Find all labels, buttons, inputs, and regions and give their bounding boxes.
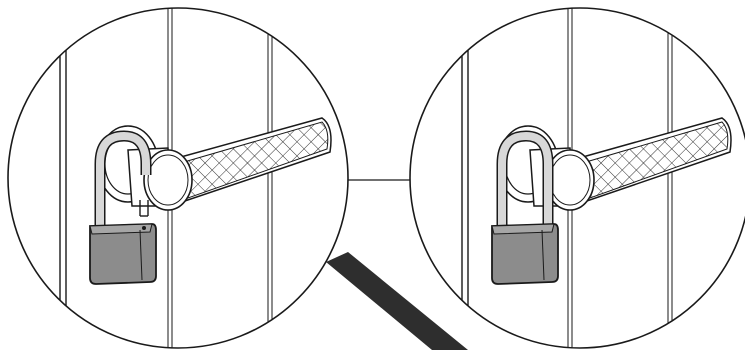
left-panel	[0, 0, 360, 350]
lock-cylinder	[128, 148, 192, 210]
right-panel	[400, 0, 745, 350]
lock-cylinder	[530, 148, 594, 210]
padlock-icon	[90, 224, 156, 284]
padlock-icon	[492, 224, 558, 284]
